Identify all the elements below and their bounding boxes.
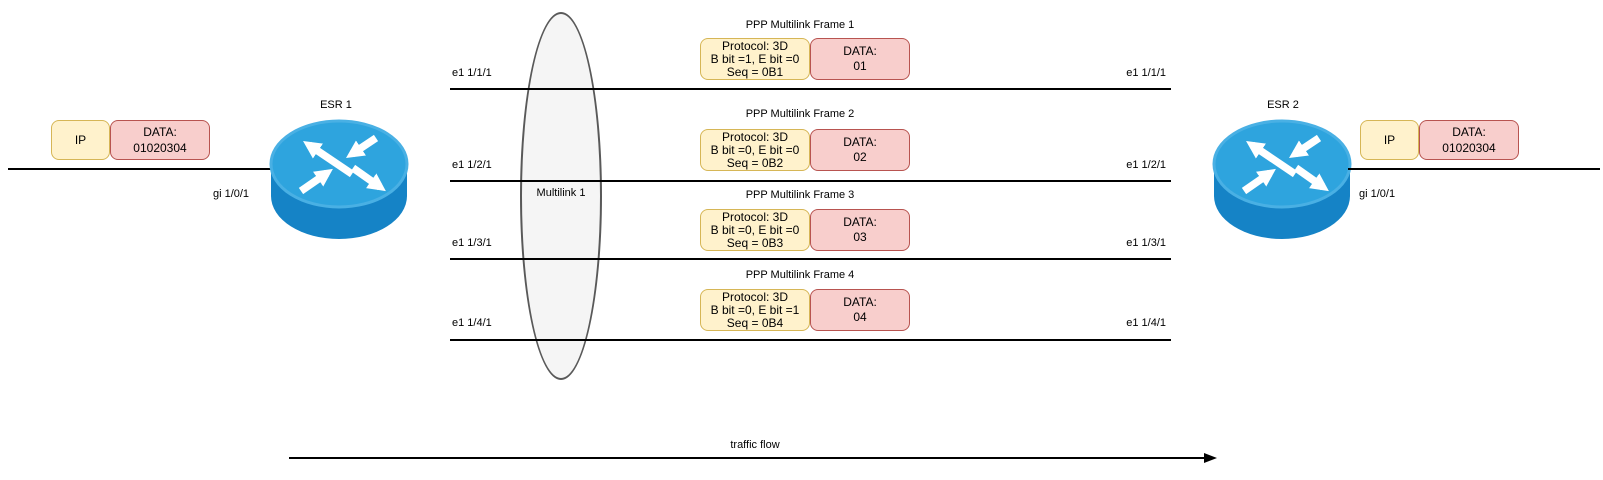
frame-2-data-box: DATA: 02 <box>810 129 910 171</box>
frame-3-protocol-line-1: Protocol: 3D <box>721 209 789 224</box>
left-data-box: DATA: 01020304 <box>110 120 210 160</box>
frame-3-protocol-line-2: B bit =0, E bit =0 <box>710 222 800 237</box>
right-access-wire <box>1348 168 1600 170</box>
frame-4-title: PPP Multilink Frame 4 <box>745 269 855 281</box>
right-ip-label: IP <box>1383 133 1396 147</box>
frame-2-data-title: DATA: <box>843 135 877 149</box>
traffic-flow-label: traffic flow <box>730 439 780 451</box>
frame-1-data-value: 01 <box>853 59 867 73</box>
left-interface-label: gi 1/0/1 <box>212 188 250 200</box>
frame-2-protocol-line-1: Protocol: 3D <box>721 129 789 144</box>
frame-3-data-title: DATA: <box>843 215 877 229</box>
frame-1-title: PPP Multilink Frame 1 <box>745 19 855 31</box>
frame-1-data-title: DATA: <box>843 44 877 58</box>
right-ip-box: IP <box>1360 120 1419 160</box>
link-1-right-label: e1 1/1/1 <box>1126 67 1166 79</box>
frame-2-data-value: 02 <box>853 150 867 164</box>
frame-4-data-box: DATA: 04 <box>810 289 910 331</box>
link-line-1 <box>450 88 1171 90</box>
frame-2-protocol-box: Protocol: 3D B bit =0, E bit =0 Seq = 0B… <box>700 129 810 171</box>
frame-1-protocol-line-3: Seq = 0B1 <box>726 64 784 79</box>
frame-2-protocol-line-3: Seq = 0B2 <box>726 155 784 170</box>
frame-4-data-title: DATA: <box>843 295 877 309</box>
link-4-right-label: e1 1/4/1 <box>1126 317 1166 329</box>
router-esr2-label: ESR 2 <box>1267 99 1299 111</box>
frame-4-protocol-line-3: Seq = 0B4 <box>726 315 784 330</box>
left-access-wire <box>8 168 292 170</box>
router-esr2-icon <box>1212 119 1352 239</box>
frame-4-protocol-line-2: B bit =0, E bit =1 <box>710 302 800 317</box>
left-data-value: 01020304 <box>133 141 187 155</box>
right-interface-label: gi 1/0/1 <box>1359 188 1396 200</box>
link-2-left-label: e1 1/2/1 <box>452 159 492 171</box>
link-line-4 <box>450 339 1171 341</box>
multilink-ellipse <box>520 12 602 380</box>
frame-4-protocol-line-1: Protocol: 3D <box>721 289 789 304</box>
link-3-right-label: e1 1/3/1 <box>1126 237 1166 249</box>
left-ip-label: IP <box>74 133 87 147</box>
frame-4-data-value: 04 <box>853 310 867 324</box>
frame-4-protocol-box: Protocol: 3D B bit =0, E bit =1 Seq = 0B… <box>700 289 810 331</box>
link-2-right-label: e1 1/2/1 <box>1126 159 1166 171</box>
frame-1-protocol-line-1: Protocol: 3D <box>721 38 789 53</box>
frame-1-protocol-box: Protocol: 3D B bit =1, E bit =0 Seq = 0B… <box>700 38 810 80</box>
traffic-flow-line <box>289 457 1206 459</box>
link-3-left-label: e1 1/3/1 <box>452 237 492 249</box>
router-esr1-icon <box>269 119 409 239</box>
frame-3-protocol-box: Protocol: 3D B bit =0, E bit =0 Seq = 0B… <box>700 209 810 251</box>
multilink-label: Multilink 1 <box>536 187 586 199</box>
frame-1-data-box: DATA: 01 <box>810 38 910 80</box>
right-data-title: DATA: <box>1452 125 1486 139</box>
frame-2-title: PPP Multilink Frame 2 <box>745 108 855 120</box>
frame-3-title: PPP Multilink Frame 3 <box>745 189 855 201</box>
link-line-3 <box>450 258 1171 260</box>
link-line-2 <box>450 180 1171 182</box>
frame-3-data-box: DATA: 03 <box>810 209 910 251</box>
left-data-title: DATA: <box>143 125 177 139</box>
frame-3-protocol-line-3: Seq = 0B3 <box>726 235 784 250</box>
right-data-value: 01020304 <box>1442 141 1496 155</box>
traffic-flow-arrowhead-icon <box>1204 452 1217 463</box>
left-ip-box: IP <box>51 120 110 160</box>
frame-2-protocol-line-2: B bit =0, E bit =0 <box>710 142 800 157</box>
link-4-left-label: e1 1/4/1 <box>452 317 492 329</box>
right-data-box: DATA: 01020304 <box>1419 120 1519 160</box>
frame-3-data-value: 03 <box>853 230 867 244</box>
link-1-left-label: e1 1/1/1 <box>452 67 492 79</box>
router-esr1-label: ESR 1 <box>320 99 352 111</box>
frame-1-protocol-line-2: B bit =1, E bit =0 <box>710 51 800 66</box>
